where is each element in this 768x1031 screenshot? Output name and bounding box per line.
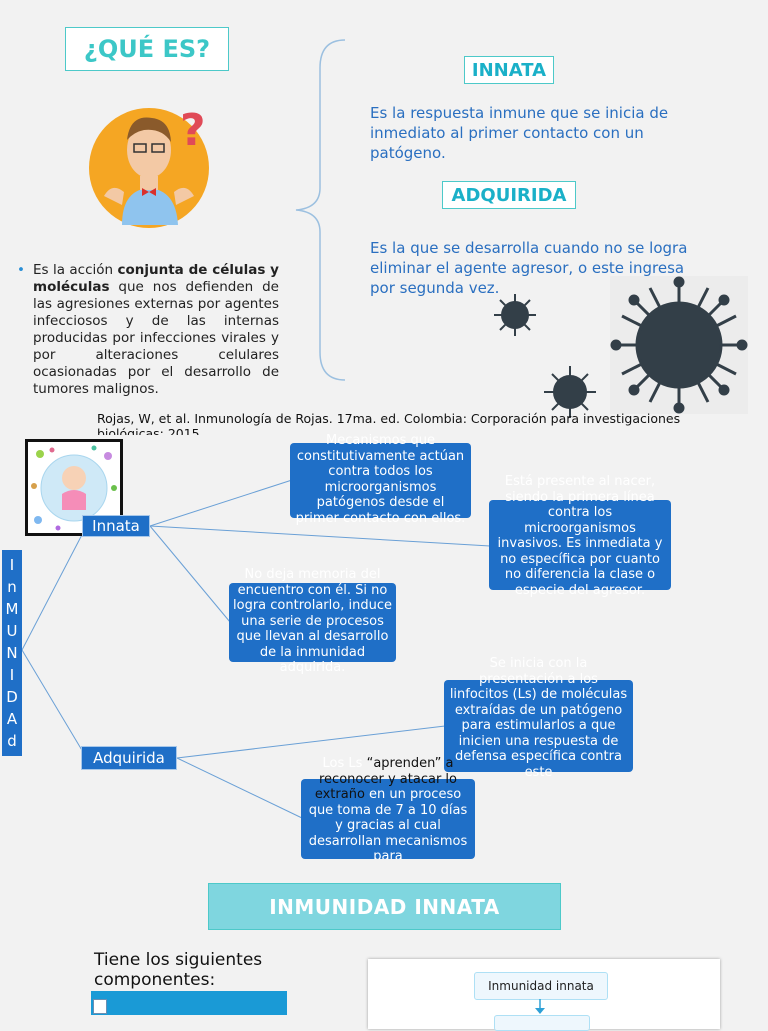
root-letter: d <box>7 732 17 750</box>
ab2-d: en un proceso que toma de 7 a 10 días y … <box>308 787 468 859</box>
page-title-text: ¿QUÉ ES? <box>83 35 211 63</box>
adquirida-box-2 <box>301 779 475 859</box>
page-title: ¿QUÉ ES? <box>65 27 229 71</box>
adquirida-label-text: ADQUIRIDA <box>451 184 567 206</box>
checkbox-square-icon <box>93 999 107 1014</box>
root-letter: n <box>7 578 17 596</box>
root-letter: N <box>6 644 18 662</box>
components-bar <box>91 991 287 1015</box>
intro-text: Es la acción conjunta de células y moléc… <box>17 262 279 398</box>
arrow-down-icon <box>535 999 545 1014</box>
components-label: Tiene los siguientes componentes: <box>94 950 263 990</box>
hair <box>127 117 171 142</box>
innata-definition: Es la respuesta inmune que se inicia de … <box>370 104 669 162</box>
innata-node-text: Innata <box>92 517 140 535</box>
bullet-dot: • <box>17 262 25 278</box>
shirt <box>122 188 178 225</box>
citation: Rojas, W, et al. Inmunología de Rojas. 1… <box>97 411 681 435</box>
intro-prefix: Es la acción <box>33 262 118 278</box>
adquirida-label: ADQUIRIDA <box>442 181 576 209</box>
root-letter: I <box>9 556 15 574</box>
question-mark-icon: ? <box>180 105 206 156</box>
innata-node: Innata <box>82 515 150 537</box>
innata-box-1-text: Mecanismos que constitutivamente actúan … <box>295 433 466 526</box>
adquirida-box-2-text: Los Ls “aprenden” a reconocer y atacar l… <box>303 756 473 859</box>
concept-map-lines <box>21 479 491 819</box>
banner-text: INMUNIDAD INNATA <box>269 894 500 919</box>
innata-box-2-text: Está presente al nacer, siendo la primer… <box>497 474 663 598</box>
ab2-b: “aprenden” a reconocer y atacar lo <box>319 756 457 787</box>
innata-label: INNATA <box>464 56 554 84</box>
adquirida-definition: Es la que se desarrolla cuando no se log… <box>370 239 688 297</box>
innata-box-1 <box>290 443 471 518</box>
inmunidad-innata-banner: INMUNIDAD INNATA <box>208 883 561 930</box>
baby-illustration <box>31 445 117 531</box>
root-letter: A <box>6 710 18 728</box>
root-letter: M <box>5 600 19 618</box>
intro-suffix: que nos defienden de las agresiones exte… <box>33 279 279 397</box>
inmunidad-vertical-node: I n M U N I D A d <box>2 550 22 756</box>
adquirida-box-1 <box>444 680 633 772</box>
virus-icon-large <box>610 276 748 414</box>
confused-man-illustration: ? <box>89 105 209 228</box>
virus-icon-small-2 <box>544 366 596 418</box>
bowtie <box>142 188 156 196</box>
ab2-a: Los Ls <box>322 756 363 771</box>
root-letter: U <box>6 622 18 640</box>
root-letter: I <box>9 666 15 684</box>
face <box>127 122 171 178</box>
innata-box-3-text: No deja memoria del encuentro con él. Si… <box>233 567 392 675</box>
diagram-top-box: Inmunidad innata <box>474 972 608 1000</box>
baby-germs-image <box>25 439 123 536</box>
adquirida-node-text: Adquirida <box>93 749 165 767</box>
adquirida-node: Adquirida <box>81 746 177 770</box>
innata-box-3 <box>229 583 396 662</box>
root-letter: D <box>6 688 18 706</box>
ab2-c: extraño <box>314 787 365 802</box>
innata-label-text: INNATA <box>471 59 547 81</box>
diagram-child-box <box>494 1015 590 1031</box>
intro-bold: conjunta de células y moléculas <box>33 262 279 295</box>
adquirida-box-1-text: Se inicia con la presentación a los linf… <box>449 656 628 780</box>
virus-icon-small-1 <box>494 294 536 336</box>
innata-box-2 <box>489 500 671 590</box>
innate-diagram-thumbnail: Inmunidad innata <box>368 959 720 1031</box>
intro-paragraph: • Es la acción conjunta de células y mol… <box>17 262 279 398</box>
curly-brace <box>295 39 346 381</box>
